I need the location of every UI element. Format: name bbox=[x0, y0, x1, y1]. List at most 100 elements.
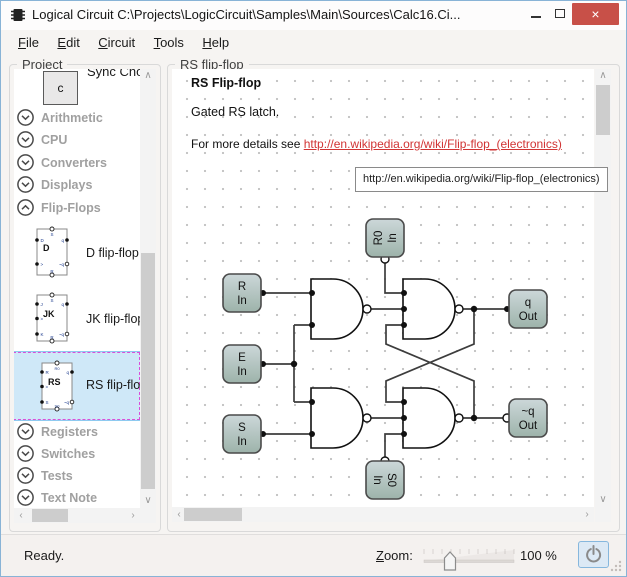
wiki-link[interactable]: http://en.wikipedia.org/wiki/Flip-flop_(… bbox=[303, 137, 562, 151]
scrollbar-corner bbox=[595, 507, 611, 522]
zoom-slider[interactable] bbox=[420, 540, 522, 574]
close-button[interactable]: × bbox=[572, 3, 619, 25]
scroll-up-icon[interactable]: ∧ bbox=[144, 70, 152, 81]
scroll-up-icon[interactable]: ∧ bbox=[599, 70, 607, 81]
tree-category-text-note[interactable]: Text Note bbox=[16, 488, 97, 507]
scroll-down-icon[interactable]: ∨ bbox=[144, 495, 152, 506]
menubar: File Edit Circuit Tools Help bbox=[1, 30, 626, 56]
tree-category-switches[interactable]: Switches bbox=[16, 444, 95, 463]
input-R[interactable]: R In bbox=[222, 273, 262, 313]
tree-item-rs-flipflop-selected[interactable] bbox=[14, 352, 140, 420]
canvas-vscroll-thumb[interactable] bbox=[596, 85, 610, 135]
close-icon: × bbox=[591, 6, 600, 22]
svg-text:J: J bbox=[41, 302, 43, 307]
maximize-button[interactable] bbox=[548, 3, 572, 25]
scroll-down-icon[interactable]: ∨ bbox=[599, 494, 607, 505]
svg-text:~q: ~q bbox=[64, 400, 70, 405]
svg-text:>: > bbox=[46, 385, 49, 390]
input-S0[interactable]: S0 In bbox=[365, 460, 405, 500]
menu-tools[interactable]: Tools bbox=[153, 35, 184, 50]
chevron-up-icon bbox=[17, 199, 34, 216]
tree-category-arithmetic[interactable]: Arithmetic bbox=[16, 108, 103, 127]
output-q[interactable]: q Out bbox=[508, 289, 548, 329]
tree-item-d-flipflop[interactable]: D flip-flop bbox=[86, 246, 139, 260]
svg-text:R0: R0 bbox=[54, 366, 60, 371]
menu-file[interactable]: File bbox=[18, 35, 39, 50]
tree-item-sync-icon[interactable]: c bbox=[43, 71, 78, 105]
nand-gate-3[interactable] bbox=[310, 387, 372, 449]
tree-horizontal-scrollbar[interactable]: ‹ › bbox=[14, 508, 140, 523]
link-tooltip: http://en.wikipedia.org/wiki/Flip-flop_(… bbox=[355, 167, 608, 192]
tree-vertical-scrollbar[interactable]: ∧ ∨ bbox=[140, 69, 156, 508]
tree-category-registers[interactable]: Registers bbox=[16, 422, 98, 441]
tree-item-jk-flipflop[interactable]: JK flip-flop bbox=[86, 312, 140, 326]
svg-text:D: D bbox=[43, 243, 50, 253]
resize-grip[interactable] bbox=[609, 559, 622, 572]
svg-text:In: In bbox=[371, 475, 383, 485]
svg-text:R: R bbox=[46, 370, 50, 375]
svg-text:q: q bbox=[66, 370, 69, 375]
zoom-label: Zoom: bbox=[376, 548, 413, 563]
chevron-down-icon bbox=[17, 489, 34, 506]
chevron-down-icon bbox=[17, 423, 34, 440]
scroll-right-icon[interactable]: › bbox=[585, 509, 589, 520]
tree-category-cpu[interactable]: CPU bbox=[16, 130, 67, 149]
tree-category-flip-flops[interactable]: Flip-Flops bbox=[16, 198, 101, 217]
nand-gate-1[interactable] bbox=[310, 278, 372, 340]
titlebar[interactable]: Logical Circuit C:\Projects\LogicCircuit… bbox=[1, 1, 626, 30]
svg-text:In: In bbox=[237, 366, 247, 378]
tree-category-displays[interactable]: Displays bbox=[16, 175, 92, 194]
chevron-down-icon bbox=[17, 131, 34, 148]
menu-edit[interactable]: Edit bbox=[57, 35, 80, 50]
canvas-horizontal-scrollbar[interactable]: ‹ › bbox=[172, 507, 594, 522]
tree-category-converters[interactable]: Converters bbox=[16, 153, 107, 172]
project-panel-title: Project bbox=[17, 57, 68, 72]
description-link-line: For more details see http://en.wikipedia… bbox=[191, 137, 562, 151]
rs-flipflop-icon[interactable]: R0 S0 R > S q ~q RS bbox=[39, 358, 75, 414]
svg-text:Out: Out bbox=[519, 420, 538, 432]
jk-flipflop-icon[interactable]: S R J > K q ~q JK bbox=[34, 290, 70, 346]
rs-flipflop-schematic: R In E In S In R0 In bbox=[222, 218, 548, 500]
tree-item-rs-flipflop[interactable]: RS flip-flop bbox=[86, 378, 140, 392]
scroll-right-icon[interactable]: › bbox=[131, 510, 135, 521]
project-panel: Project c Sync Choo Arithmetic CPU Conve… bbox=[9, 57, 161, 532]
output-not-q[interactable]: ~q Out bbox=[508, 398, 548, 438]
category-label: CPU bbox=[41, 132, 68, 147]
statusbar: Ready. Zoom: 100 % bbox=[1, 534, 626, 576]
minimize-button[interactable] bbox=[524, 3, 548, 25]
nand-gate-4[interactable] bbox=[402, 387, 464, 449]
circuit-canvas[interactable]: RS Flip-flop Gated RS latch. For more de… bbox=[172, 69, 594, 507]
svg-text:RS: RS bbox=[48, 377, 61, 387]
svg-text:In: In bbox=[237, 295, 247, 307]
tree-vscroll-thumb[interactable] bbox=[141, 253, 155, 489]
menu-circuit[interactable]: Circuit bbox=[98, 35, 136, 50]
tree-hscroll-thumb[interactable] bbox=[32, 509, 68, 522]
tree-item-sync-label[interactable]: Sync Choo bbox=[87, 69, 140, 79]
detail-panel: RS flip-flop RS Flip-flop Gated RS latch… bbox=[167, 57, 620, 532]
menu-help[interactable]: Help bbox=[202, 35, 230, 50]
svg-text:D: D bbox=[41, 238, 45, 243]
nand-gate-2[interactable] bbox=[402, 278, 464, 340]
zoom-slider-thumb[interactable] bbox=[443, 551, 457, 571]
category-label: Arithmetic bbox=[41, 110, 103, 125]
category-label: Switches bbox=[41, 446, 96, 461]
description-heading: RS Flip-flop bbox=[191, 76, 262, 90]
svg-text:~q: ~q bbox=[59, 332, 65, 337]
project-tree[interactable]: c Sync Choo Arithmetic CPU Converters Di… bbox=[14, 69, 140, 508]
category-label: Displays bbox=[41, 177, 93, 192]
power-button[interactable] bbox=[578, 541, 609, 568]
input-S[interactable]: S In bbox=[222, 414, 262, 454]
tree-category-tests[interactable]: Tests bbox=[16, 466, 73, 485]
input-E[interactable]: E In bbox=[222, 344, 262, 384]
canvas-vertical-scrollbar[interactable]: ∧ ∨ bbox=[595, 69, 611, 507]
svg-text:In: In bbox=[387, 233, 399, 243]
scroll-left-icon[interactable]: ‹ bbox=[19, 510, 23, 521]
input-R0[interactable]: R0 In bbox=[365, 218, 405, 258]
scroll-left-icon[interactable]: ‹ bbox=[177, 509, 181, 520]
canvas-hscroll-thumb[interactable] bbox=[184, 508, 242, 521]
svg-text:R: R bbox=[50, 269, 54, 274]
svg-text:R0: R0 bbox=[373, 231, 385, 246]
svg-text:R: R bbox=[238, 281, 246, 293]
detail-panel-title: RS flip-flop bbox=[175, 57, 249, 72]
d-flipflop-icon[interactable]: S R D > q ~q D bbox=[34, 224, 70, 280]
